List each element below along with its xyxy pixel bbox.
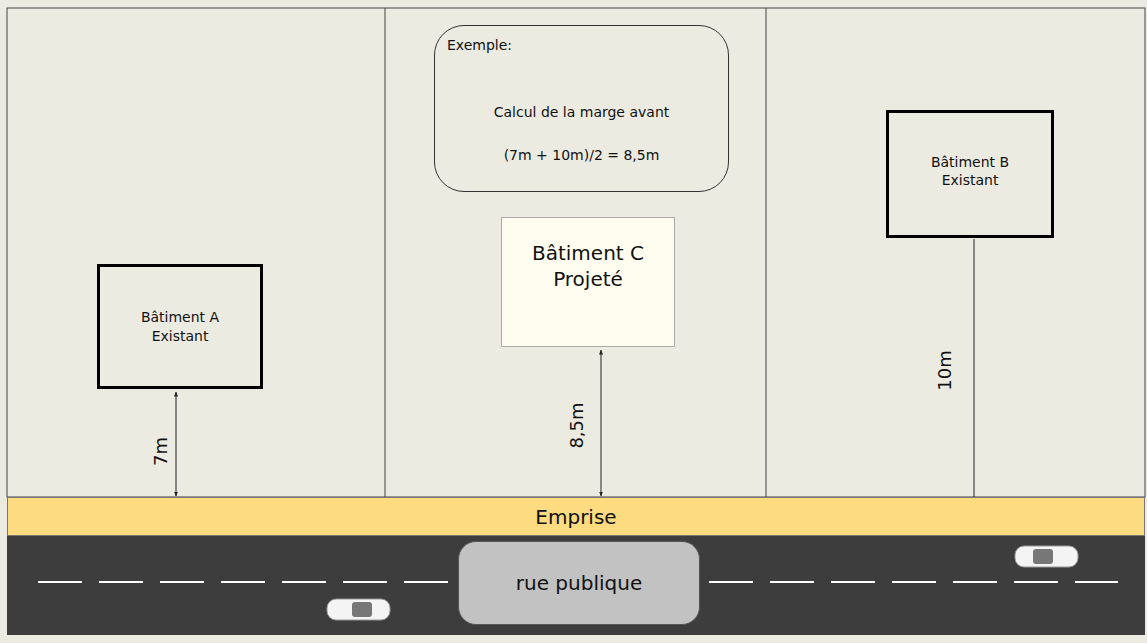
callout-text: Calcul de la marge avant xyxy=(435,103,728,121)
node-label: Bâtiment B Existant xyxy=(915,153,1025,189)
node-label: Bâtiment C Projeté xyxy=(513,240,663,292)
right-of-way-band: Emprise xyxy=(7,497,1145,536)
car xyxy=(1015,546,1078,567)
dimension-line xyxy=(974,239,975,497)
node-label: Bâtiment A Existant xyxy=(125,308,235,344)
callout-heading: Exemple: xyxy=(447,36,728,54)
lot-line xyxy=(766,8,767,497)
dimension-label: 7m xyxy=(150,437,171,466)
dimension-label: 8,5m xyxy=(565,402,586,448)
dimension-line xyxy=(176,392,177,496)
lots-outline xyxy=(7,8,1145,497)
node-label: rue publique xyxy=(516,570,642,596)
street-label-box: rue publique xyxy=(458,541,700,625)
road xyxy=(7,533,1145,635)
car xyxy=(327,599,390,620)
lot-line xyxy=(385,8,386,497)
node-label: Emprise xyxy=(535,504,616,530)
dimension-line xyxy=(601,350,602,496)
example-callout: Exemple: Calcul de la marge avant (7m + 10… xyxy=(434,25,729,192)
callout-text: (7m + 10m)/2 = 8,5m xyxy=(435,146,728,164)
existing-building: Bâtiment B Existant xyxy=(886,110,1054,238)
dimension-label: 10m xyxy=(933,350,954,390)
existing-building: Bâtiment A Existant xyxy=(97,264,263,389)
projected-building: Bâtiment C Projeté xyxy=(501,217,675,347)
